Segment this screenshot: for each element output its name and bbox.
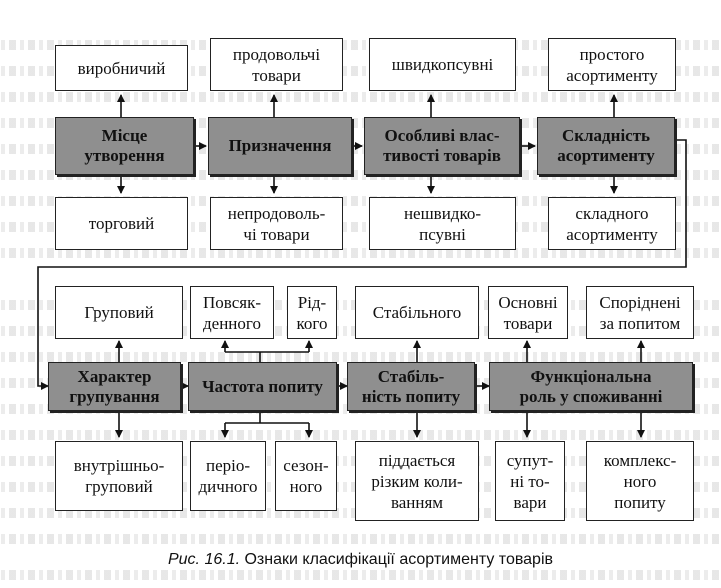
box-periodychnoho: періо- дичного xyxy=(190,441,266,511)
box-stabilnoho: Стабільного xyxy=(355,286,479,339)
head-osoblyvi-vlastyvosti: Особливі влас- тивості товарів xyxy=(364,117,520,175)
box-prodovolchi-tovary: продовольчі товари xyxy=(210,38,343,91)
head-stabilnist-popytu: Стабіль- ність попиту xyxy=(347,362,475,411)
box-neprodovolchi-tovary: непродоволь- чі товари xyxy=(210,197,343,250)
box-suputni-tovary: супут- ні то- вари xyxy=(495,441,565,521)
box-vyrobnychyi: виробничий xyxy=(55,45,188,91)
box-skladnoho-asortymentu: складного асортименту xyxy=(548,197,676,250)
box-neshvydkopsuvni: нешвидко- псувні xyxy=(369,197,516,250)
box-vnutrishnohrupovyi: внутрішньо- груповий xyxy=(55,441,183,511)
caption-text: Ознаки класифікації асортименту товарів xyxy=(244,551,554,568)
box-osnovni-tovary: Основні товари xyxy=(488,286,568,339)
head-pryznachennia: Призначення xyxy=(208,117,352,175)
box-torhovyi: торговий xyxy=(55,197,188,250)
head-kharakter-hrupuvannia: Характер групування xyxy=(48,362,181,411)
box-kompleksnoho-popytu: комплекс- ного попиту xyxy=(586,441,694,521)
head-mistse-utvorennia: Місце утворення xyxy=(55,117,194,175)
head-skladnist-asortymentu: Складність асортименту xyxy=(537,117,675,175)
box-sezonnoho: сезон- ного xyxy=(275,441,337,511)
box-ridkoho: Рід- кого xyxy=(287,286,337,339)
head-chastota-popytu: Частота попиту xyxy=(188,362,337,411)
box-hrupovyi: Груповий xyxy=(55,286,183,339)
head-funktsionalna-rol: Функціональна роль у споживанні xyxy=(489,362,693,411)
box-sporidneni-za-popytom: Споріднені за попитом xyxy=(586,286,694,339)
box-povsiakdennoho: Повсяк- денного xyxy=(190,286,274,339)
box-piddaietsia-kolyvanniam: піддається різким коли- ванням xyxy=(355,441,479,521)
caption-label: Рис. 16.1. xyxy=(167,551,241,568)
box-prostoho-asortymentu: простого асортименту xyxy=(548,38,676,91)
box-shvydkopsuvni: швидкопсувні xyxy=(369,38,516,91)
figure-caption: Рис. 16.1. Ознаки класифікації асортимен… xyxy=(0,551,721,569)
